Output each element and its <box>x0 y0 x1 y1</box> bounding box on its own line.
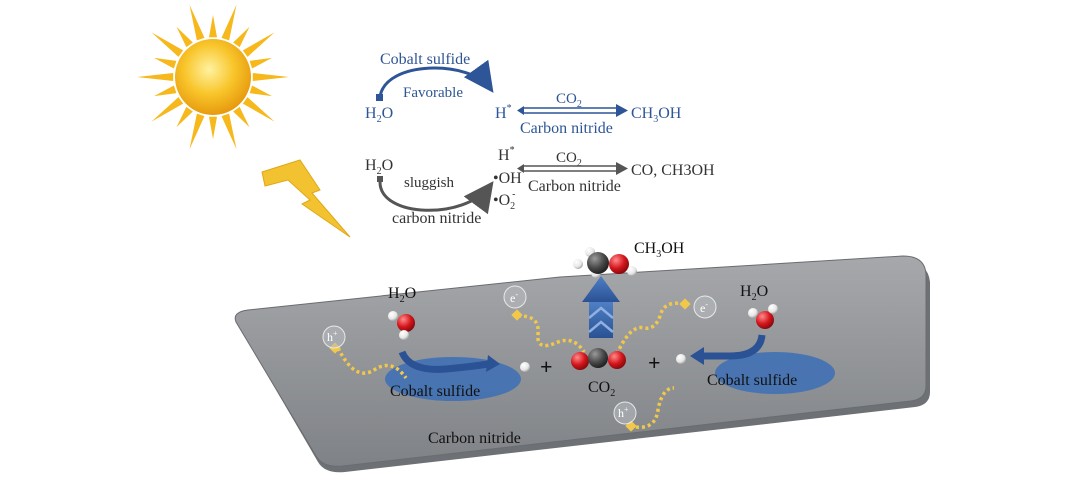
water-reactant: H2O <box>365 105 393 125</box>
svg-text:h+: h+ <box>618 405 629 420</box>
sun-ray <box>221 4 237 41</box>
catalyst-carbon-nitride-label: Carbon nitride <box>520 120 613 137</box>
catalyst-cobalt-sulfide-label: Cobalt sulfide <box>380 51 470 68</box>
sun-ray <box>221 113 237 150</box>
water-reactant: H2O <box>365 157 393 177</box>
water-molecule-left-icon: H2O <box>388 285 416 340</box>
sun-ray <box>252 73 289 81</box>
reaction-favorable: Cobalt sulfide Favorable H2O H* CO2 Carb… <box>365 51 682 137</box>
sun-icon <box>137 4 289 150</box>
sluggish-label: sluggish <box>404 175 455 191</box>
hole-right: h+ <box>613 401 637 425</box>
cobalt-sulfide-patch-left: Cobalt sulfide <box>385 350 521 401</box>
cobalt-sulfide-label: Cobalt sulfide <box>390 383 480 400</box>
co2-gas: CO2 <box>556 150 582 169</box>
sun-ray <box>189 4 205 41</box>
electron-left: e- <box>503 285 527 309</box>
reaction-sluggish: H2O sluggish carbon nitride H* •OH •O2- … <box>365 145 715 227</box>
co2-molecule-icon: CO2 <box>571 348 626 399</box>
sun-ray <box>249 85 272 97</box>
favorable-label: Favorable <box>403 85 463 101</box>
sun-ray <box>154 57 177 69</box>
hydrogen-intermediate: H* <box>498 145 515 164</box>
catalyst-carbon-nitride-label: carbon nitride <box>392 210 481 227</box>
sun-ray <box>242 32 275 57</box>
hydroxyl-radical: •OH <box>493 170 522 187</box>
electron-right: e- <box>693 295 717 319</box>
plus-sign: + <box>648 350 661 375</box>
hydrogen-intermediate: H* <box>495 103 512 122</box>
cobalt-sulfide-patch-right: Cobalt sulfide <box>690 334 835 394</box>
sun-ray <box>233 26 250 48</box>
methanol-product: CH3OH <box>631 105 682 125</box>
plus-sign: + <box>540 354 553 379</box>
sun-ray <box>189 113 205 150</box>
sun-ray <box>154 85 177 97</box>
water-label: H2O <box>388 285 416 305</box>
protons: + + <box>520 350 686 379</box>
svg-text:e-: e- <box>700 300 708 315</box>
lightning-icon <box>261 159 351 238</box>
sluggish-products: CO, CH3OH <box>631 162 715 179</box>
sun-ray <box>249 57 272 69</box>
sun-ray <box>151 97 184 122</box>
sun-ray <box>176 106 193 128</box>
sun-ray <box>176 26 193 48</box>
svg-text:h+: h+ <box>327 329 338 344</box>
methanol-molecule-icon: CH3OH <box>573 240 685 278</box>
sun-ray <box>209 116 217 139</box>
superoxide-radical: •O2- <box>493 189 516 212</box>
hole-left: h+ <box>322 325 346 349</box>
sun-ray <box>242 97 275 122</box>
water-label: H2O <box>740 283 768 303</box>
sun-ray <box>233 106 250 128</box>
sun-ray <box>151 32 184 57</box>
co2-label: CO2 <box>588 379 615 399</box>
cobalt-sulfide-label: Cobalt sulfide <box>707 372 797 389</box>
catalyst-carbon-nitride-label: Carbon nitride <box>528 178 621 195</box>
sun-ray <box>209 15 217 38</box>
methanol-label: CH3OH <box>634 240 685 260</box>
carbon-nitride-label: Carbon nitride <box>428 430 521 447</box>
charge-transfer-paths <box>336 301 685 429</box>
svg-text:e-: e- <box>510 290 518 305</box>
co2-gas: CO2 <box>556 91 582 110</box>
water-molecule-right-icon: H2O <box>740 283 778 329</box>
reduction-arrow <box>582 276 620 338</box>
sun-ray <box>137 73 174 81</box>
